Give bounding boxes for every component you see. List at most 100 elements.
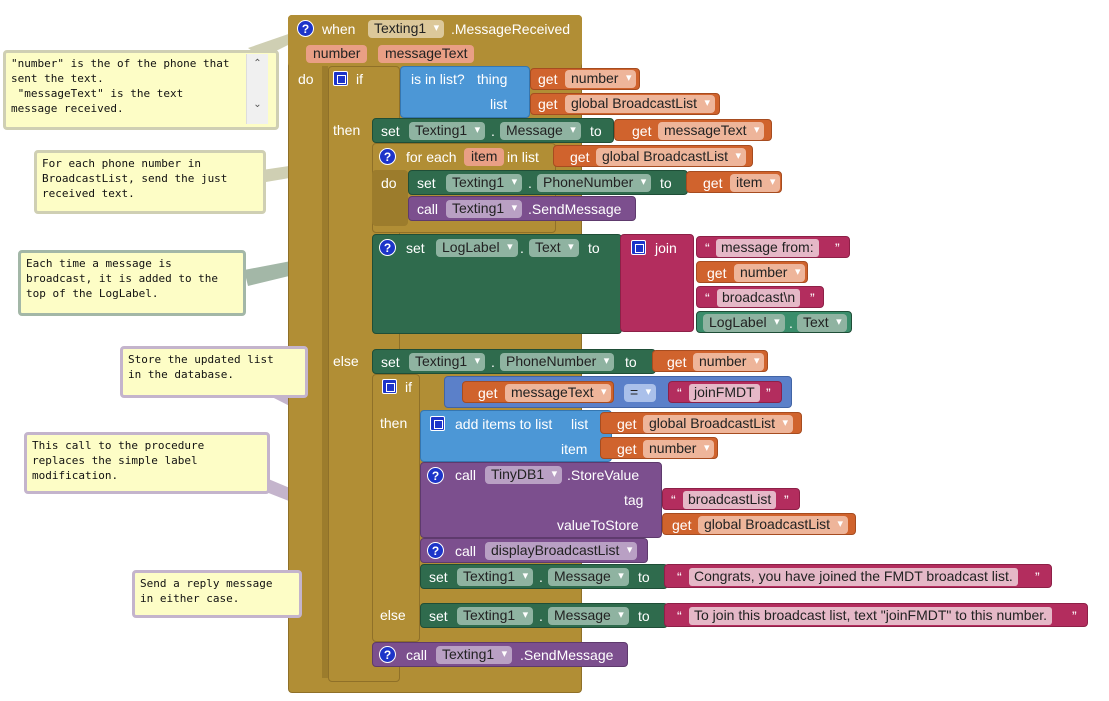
in-list-label: in list <box>507 149 539 165</box>
if-mutator-icon[interactable] <box>382 379 397 394</box>
thing-label: thing <box>477 71 508 87</box>
component-dropdown[interactable]: Texting1 <box>446 174 523 192</box>
scroll-up-icon[interactable]: ⌃ <box>253 58 262 69</box>
quote-left: “ <box>705 240 710 256</box>
global-list-dropdown[interactable]: global BroadcastList <box>596 148 747 166</box>
string-joinfmdt[interactable]: joinFMDT <box>689 384 760 402</box>
method-label: .StoreValue <box>567 467 640 483</box>
add-items-block[interactable] <box>420 410 612 462</box>
string-broadcast[interactable]: broadcast\n <box>717 289 801 307</box>
event-do-slot <box>322 66 328 678</box>
dot: . <box>491 354 495 370</box>
property-dropdown[interactable]: Message <box>548 607 629 625</box>
component-dropdown[interactable]: Texting1 <box>409 122 486 140</box>
get-label: get <box>707 265 727 281</box>
get-label: get <box>667 354 687 370</box>
comment-reply[interactable]: Send a reply message in either case. <box>132 570 302 618</box>
else-label: else <box>333 353 359 369</box>
help-icon[interactable]: ? <box>427 542 444 559</box>
procedure-dropdown[interactable]: displayBroadcastList <box>485 542 638 560</box>
comment-store[interactable]: Store the updated list in the database. <box>120 346 308 398</box>
get-label: get <box>617 416 637 432</box>
string-message-from[interactable]: message from: <box>716 239 819 257</box>
call-label: call <box>455 543 477 559</box>
get-label: get <box>703 175 723 191</box>
var-messagetext-dropdown[interactable]: messageText <box>505 384 612 402</box>
dot: . <box>491 123 495 139</box>
is-in-list-block[interactable] <box>400 66 530 118</box>
to-label: to <box>638 569 650 585</box>
component-dropdown[interactable]: Texting1 <box>457 607 534 625</box>
property-dropdown[interactable]: Message <box>500 122 581 140</box>
quote-left: “ <box>677 608 682 624</box>
component-dropdown[interactable]: Texting1 <box>436 646 513 664</box>
dot: . <box>789 315 793 331</box>
var-number-dropdown[interactable]: number <box>565 70 637 88</box>
comment-params[interactable]: "number" is the of the phone that sent t… <box>3 50 279 130</box>
help-icon[interactable]: ? <box>379 148 396 165</box>
param-number[interactable]: number <box>306 45 368 63</box>
get-label: get <box>672 517 692 533</box>
set-label: set <box>381 354 400 370</box>
get-label: get <box>478 385 498 401</box>
component-dropdown[interactable]: Texting1 <box>457 568 534 586</box>
get-label: get <box>538 96 558 112</box>
string-broadcastlist[interactable]: broadcastList <box>683 491 777 509</box>
call-label: call <box>406 647 428 663</box>
set-label: set <box>381 123 400 139</box>
component-dropdown[interactable]: TinyDB1 <box>485 466 563 484</box>
get-label: get <box>538 71 558 87</box>
get-label: get <box>570 149 590 165</box>
property-dropdown[interactable]: Message <box>548 568 629 586</box>
add-items-mutator-icon[interactable] <box>430 416 445 431</box>
when-label: when <box>322 21 356 37</box>
comment-loglabel[interactable]: Each time a message is broadcast, it is … <box>18 250 246 316</box>
help-icon[interactable]: ? <box>379 646 396 663</box>
var-item-dropdown[interactable]: item <box>730 174 781 192</box>
help-icon[interactable]: ? <box>379 239 396 256</box>
else-label: else <box>380 607 406 623</box>
to-label: to <box>625 354 637 370</box>
string-join-instructions[interactable]: To join this broadcast list, text "joinF… <box>689 607 1053 625</box>
string-congrats[interactable]: Congrats, you have joined the FMDT broad… <box>689 568 1018 586</box>
global-list-dropdown[interactable]: global BroadcastList <box>643 415 794 433</box>
var-number-dropdown[interactable]: number <box>643 440 715 458</box>
event-component-dropdown[interactable]: Texting1 <box>368 20 445 38</box>
then-label: then <box>333 122 361 138</box>
component-dropdown[interactable]: Texting1 <box>446 200 523 218</box>
method-label: .SendMessage <box>528 201 622 217</box>
if-mutator-icon[interactable] <box>333 71 348 86</box>
component-dropdown[interactable]: LogLabel <box>703 314 785 332</box>
param-messagetext[interactable]: messageText <box>378 45 475 63</box>
param-item[interactable]: item <box>464 148 505 166</box>
property-dropdown[interactable]: PhoneNumber <box>537 174 652 192</box>
global-list-dropdown[interactable]: global BroadcastList <box>698 516 849 534</box>
var-messagetext-dropdown[interactable]: messageText <box>658 122 765 140</box>
inner-if-block[interactable] <box>372 374 420 642</box>
quote-right: ” <box>810 290 815 306</box>
to-label: to <box>590 123 602 139</box>
component-dropdown[interactable]: LogLabel <box>436 239 518 257</box>
property-dropdown[interactable]: Text <box>529 239 579 257</box>
operator-dropdown[interactable]: = <box>624 384 657 402</box>
quote-left: “ <box>671 492 676 508</box>
var-number-dropdown[interactable]: number <box>693 353 765 371</box>
property-dropdown[interactable]: Text <box>797 314 847 332</box>
var-number-dropdown[interactable]: number <box>734 264 806 282</box>
dot: . <box>520 240 524 256</box>
quote-right: ” <box>766 385 771 401</box>
component-dropdown[interactable]: Texting1 <box>409 353 486 371</box>
help-icon[interactable]: ? <box>427 467 444 484</box>
quote-left: “ <box>677 385 682 401</box>
property-dropdown[interactable]: PhoneNumber <box>500 353 615 371</box>
quote-right: ” <box>784 492 789 508</box>
global-list-dropdown[interactable]: global BroadcastList <box>565 95 716 113</box>
join-mutator-icon[interactable] <box>631 240 646 255</box>
comment-foreach[interactable]: For each phone number in BroadcastList, … <box>34 150 266 214</box>
help-icon[interactable]: ? <box>297 20 314 37</box>
comment-procedure[interactable]: This call to the procedure replaces the … <box>24 432 270 494</box>
scroll-down-icon[interactable]: ⌄ <box>253 99 262 110</box>
quote-left: “ <box>677 569 682 585</box>
comment-scrollbar[interactable]: ⌃ ⌄ <box>246 54 268 124</box>
then-label: then <box>380 415 408 431</box>
